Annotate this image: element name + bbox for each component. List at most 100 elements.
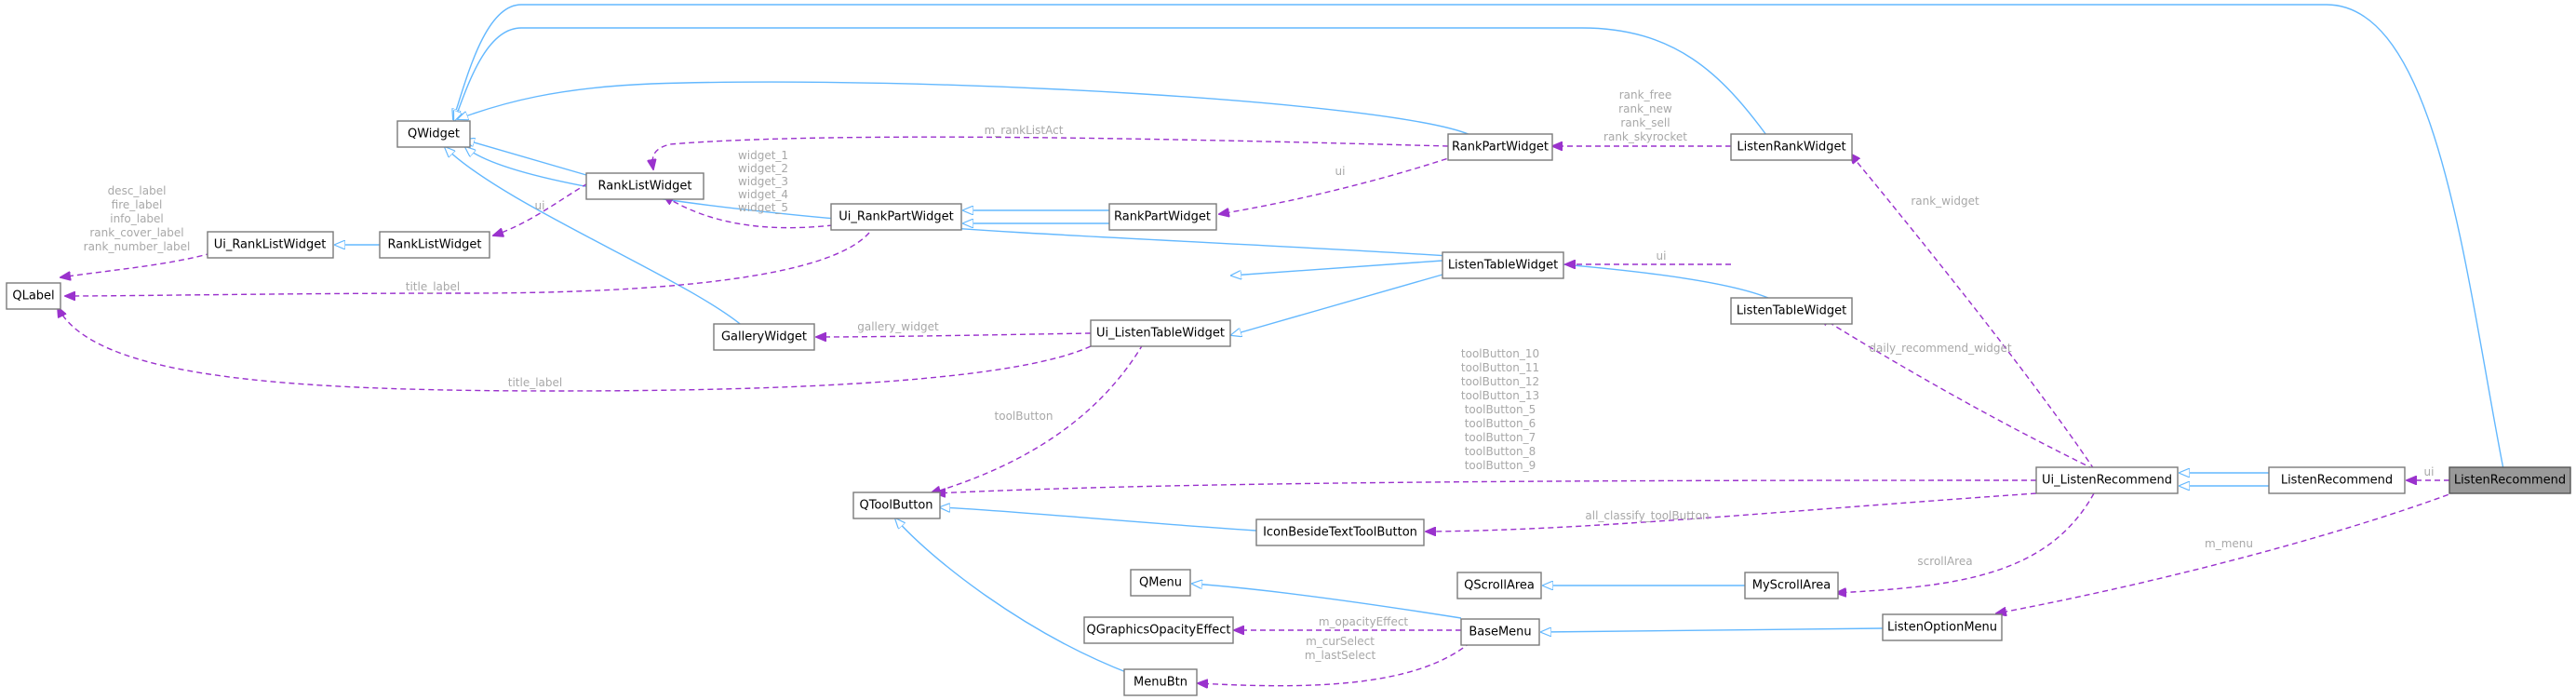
svg-text:Ui_RankListWidget: Ui_RankListWidget xyxy=(214,238,327,252)
label-toolbutton-8: toolButton_8 xyxy=(1465,445,1536,458)
node-qwidget[interactable]: QWidget xyxy=(396,120,471,148)
svg-text:ListenOptionMenu: ListenOptionMenu xyxy=(1887,621,1997,635)
svg-text:QGraphicsOpacityEffect: QGraphicsOpacityEffect xyxy=(1086,624,1230,638)
svg-text:QLabel: QLabel xyxy=(12,289,54,303)
node-ui-listen-table-widget[interactable]: Ui_ListenTableWidget xyxy=(1090,319,1231,347)
edge-listenrecommend-uses-listenoptionmenu xyxy=(1996,491,2458,613)
node-ui-rank-list-widget[interactable]: Ui_RankListWidget xyxy=(207,231,334,259)
node-qlabel[interactable]: QLabel xyxy=(6,282,61,310)
svg-text:IconBesideTextToolButton: IconBesideTextToolButton xyxy=(1263,526,1417,540)
svg-text:ListenRankWidget: ListenRankWidget xyxy=(1737,141,1845,155)
edge-uilistenrecommend-uses-iconbeside xyxy=(1426,492,2037,532)
node-qtoolbutton[interactable]: QToolButton xyxy=(852,491,941,519)
svg-text:RankListWidget: RankListWidget xyxy=(598,180,692,194)
edge-uiranklist-uses-qlabel xyxy=(60,252,212,277)
label-widget-3: widget_3 xyxy=(738,175,788,188)
svg-text:QToolButton: QToolButton xyxy=(859,499,932,513)
label-widget-2: widget_2 xyxy=(738,162,788,175)
label-widget-1: widget_1 xyxy=(738,149,788,162)
label-toolbutton-11: toolButton_11 xyxy=(1461,361,1539,374)
label-rank-free: rank_free xyxy=(1619,88,1672,101)
edge-labels: m_rankListAct ui rank_free rank_new rank… xyxy=(84,88,2435,662)
label-toolbutton-6: toolButton_6 xyxy=(1465,417,1536,430)
edge-listenrecommend-to-qwidget xyxy=(453,4,2504,470)
label-toolbutton: toolButton xyxy=(995,410,1053,423)
label-gallery-widget: gallery_widget xyxy=(857,320,939,333)
node-qscrollarea[interactable]: QScrollArea xyxy=(1456,572,1542,599)
label-info-label: info_label xyxy=(110,212,164,225)
label-rank-new: rank_new xyxy=(1618,102,1672,115)
edge-menubtn-to-qtoolbutton xyxy=(895,518,1132,675)
label-m-ranklistact: m_rankListAct xyxy=(985,124,1064,137)
node-listen-rank-widget[interactable]: ListenRankWidget xyxy=(1730,133,1853,161)
label-ui-recommend: ui xyxy=(2424,465,2435,478)
node-ui-rank-part-widget[interactable]: Ui_RankPartWidget xyxy=(830,203,962,231)
label-ui-rankpart: ui xyxy=(1335,165,1346,178)
label-toolbutton-10: toolButton_10 xyxy=(1461,347,1539,360)
edge-uilistentable-uses-qtoolbutton xyxy=(931,343,1144,493)
edge-uilistenrecommend-uses-listentablewidget xyxy=(1819,316,2095,470)
edge-ranklistwidget-to-qwidget xyxy=(464,140,587,176)
node-base-menu[interactable]: BaseMenu xyxy=(1460,618,1540,646)
edge-uirankpart-uses-rankpartwidget-small xyxy=(1219,149,1474,214)
label-toolbutton-12: toolButton_12 xyxy=(1461,375,1539,388)
edge-ranklistwidget-uses-ranklistwidget2 xyxy=(493,178,597,236)
label-m-cur-select: m_curSelect xyxy=(1306,635,1375,648)
edge-uilistenrecommend-uses-listenrankwidget xyxy=(1850,154,2095,470)
nodes: QWidget RankListWidget Ui_RankListWidget… xyxy=(6,120,2571,696)
label-rank-number-label: rank_number_label xyxy=(84,240,191,253)
label-title-label-1: title_label xyxy=(406,280,460,293)
node-qmenu[interactable]: QMenu xyxy=(1130,569,1191,597)
edge-uilistentable-uses-gallerywidget xyxy=(816,333,1092,337)
svg-text:Ui_RankPartWidget: Ui_RankPartWidget xyxy=(839,210,954,224)
edge-uilistenrecommend-uses-qtoolbutton xyxy=(935,479,2037,493)
edge-rankpartwidget-to-qwidget xyxy=(458,81,1471,136)
node-rank-list-widget[interactable]: RankListWidget xyxy=(585,172,704,200)
svg-text:RankPartWidget: RankPartWidget xyxy=(1452,141,1549,155)
node-rank-list-widget-2[interactable]: RankListWidget xyxy=(379,231,490,259)
edge-listentablewidget-inner-to-uilistentable-2 xyxy=(1231,274,1443,335)
label-m-opacity-effect: m_opacityEffect xyxy=(1319,615,1409,628)
node-rank-part-widget[interactable]: RankPartWidget xyxy=(1447,133,1553,161)
svg-text:ListenTableWidget: ListenTableWidget xyxy=(1737,304,1846,318)
edge-listenoptionmenu-to-basemenu xyxy=(1541,628,1884,632)
label-fire-label: fire_label xyxy=(112,198,163,211)
node-listen-table-widget-inner[interactable]: ListenTableWidget xyxy=(1442,251,1564,279)
node-rank-part-widget-small[interactable]: RankPartWidget xyxy=(1108,203,1217,231)
svg-text:Ui_ListenTableWidget: Ui_ListenTableWidget xyxy=(1096,327,1225,341)
label-m-menu: m_menu xyxy=(2205,537,2253,550)
svg-text:Ui_ListenRecommend: Ui_ListenRecommend xyxy=(2042,474,2172,488)
label-desc-label: desc_label xyxy=(108,184,167,197)
edge-listentablewidget-inner-to-uilistentable-1 xyxy=(1231,260,1443,276)
svg-text:MenuBtn: MenuBtn xyxy=(1134,676,1187,690)
node-listen-recommend[interactable]: ListenRecommend xyxy=(2449,466,2571,494)
svg-text:GalleryWidget: GalleryWidget xyxy=(721,330,807,344)
label-toolbutton-9: toolButton_9 xyxy=(1465,459,1536,472)
label-daily-recommend-widget: daily_recommend_widget xyxy=(1869,342,2011,355)
edge-listenrankwidget-to-qwidget xyxy=(454,27,1767,136)
node-listen-option-menu[interactable]: ListenOptionMenu xyxy=(1882,613,2003,641)
node-ui-listen-recommend[interactable]: Ui_ListenRecommend xyxy=(2035,466,2179,494)
node-menu-btn[interactable]: MenuBtn xyxy=(1123,668,1198,696)
label-widget-5: widget_5 xyxy=(738,201,788,214)
node-listen-table-widget[interactable]: ListenTableWidget xyxy=(1730,297,1853,325)
label-toolbutton-5: toolButton_5 xyxy=(1465,403,1536,416)
node-my-scroll-area[interactable]: MyScrollArea xyxy=(1744,572,1839,599)
node-listen-recommend-inner[interactable]: ListenRecommend xyxy=(2268,466,2406,494)
node-gallery-widget[interactable]: GalleryWidget xyxy=(713,323,815,351)
label-rank-skyrocket: rank_skyrocket xyxy=(1603,130,1687,143)
svg-text:ListenRecommend: ListenRecommend xyxy=(2454,474,2566,488)
edge-uilistenrecommend-uses-myscrollarea xyxy=(1836,492,2095,593)
node-qgraphics-opacity-effect[interactable]: QGraphicsOpacityEffect xyxy=(1083,616,1234,644)
label-title-label-2: title_label xyxy=(508,376,562,389)
label-ui-listentable: ui xyxy=(1657,249,1667,262)
svg-text:QScrollArea: QScrollArea xyxy=(1464,579,1535,593)
edge-uilistentable-uses-qlabel xyxy=(58,307,1092,392)
svg-text:RankPartWidget: RankPartWidget xyxy=(1114,210,1211,224)
node-icon-beside-text-toolbutton[interactable]: IconBesideTextToolButton xyxy=(1255,518,1425,546)
svg-text:ListenRecommend: ListenRecommend xyxy=(2281,474,2393,488)
usage-edges xyxy=(58,136,2458,685)
label-toolbutton-13: toolButton_13 xyxy=(1461,389,1539,402)
svg-text:MyScrollArea: MyScrollArea xyxy=(1752,579,1831,593)
